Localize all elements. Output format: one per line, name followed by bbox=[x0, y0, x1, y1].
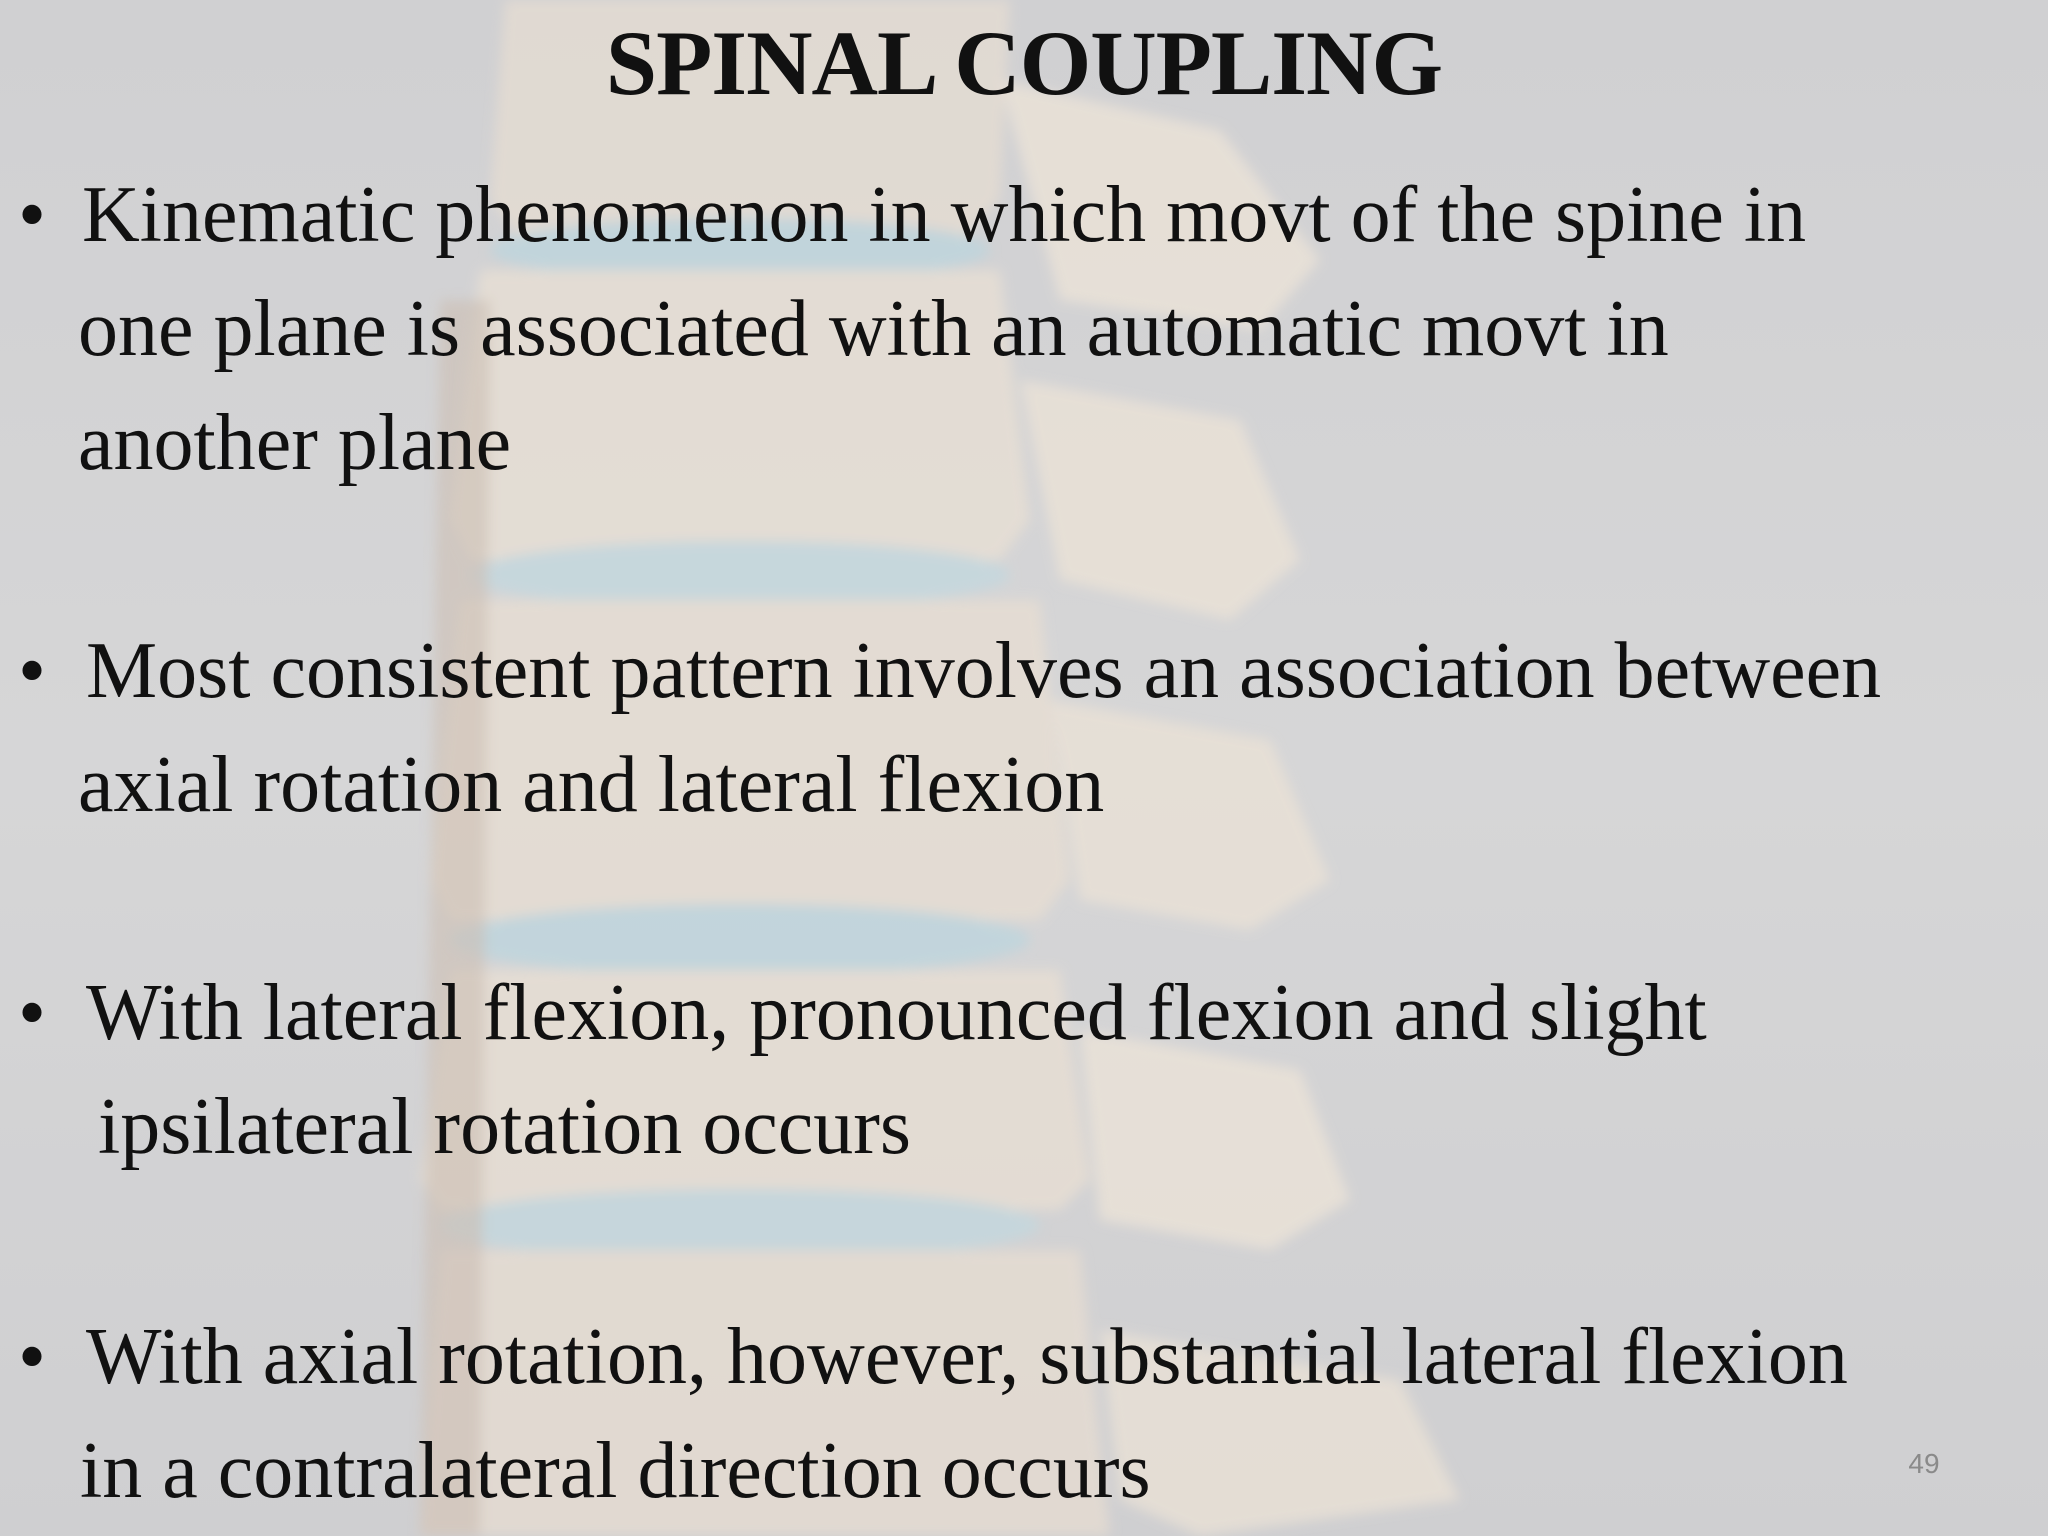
bullet-text-line: With axial rotation, however, substantia… bbox=[86, 1313, 1848, 1401]
bullet-text-line: in a contralateral direction occurs bbox=[80, 1427, 1151, 1515]
bullet-text-line: Kinematic phenomenon in which movt of th… bbox=[82, 171, 1807, 259]
slide-title: SPINAL COUPLING bbox=[605, 12, 1443, 114]
bullet-text-line: With lateral flexion, pronounced flexion… bbox=[86, 969, 1707, 1057]
bullet-dot: • bbox=[18, 627, 47, 715]
bullet-text-line: axial rotation and lateral flexion bbox=[78, 741, 1105, 829]
bullet-text-line: ipsilateral rotation occurs bbox=[78, 1083, 912, 1171]
bullet-dot: • bbox=[18, 171, 47, 259]
page-number: 49 bbox=[1908, 1448, 1940, 1479]
bullet-dot: • bbox=[18, 969, 47, 1057]
bullet-text-line: one plane is associated with an automati… bbox=[78, 285, 1669, 373]
bullet-text-line: Most consistent pattern involves an asso… bbox=[86, 627, 1882, 715]
bullet-text-line: another plane bbox=[78, 399, 512, 487]
bullet-dot: • bbox=[18, 1313, 47, 1401]
